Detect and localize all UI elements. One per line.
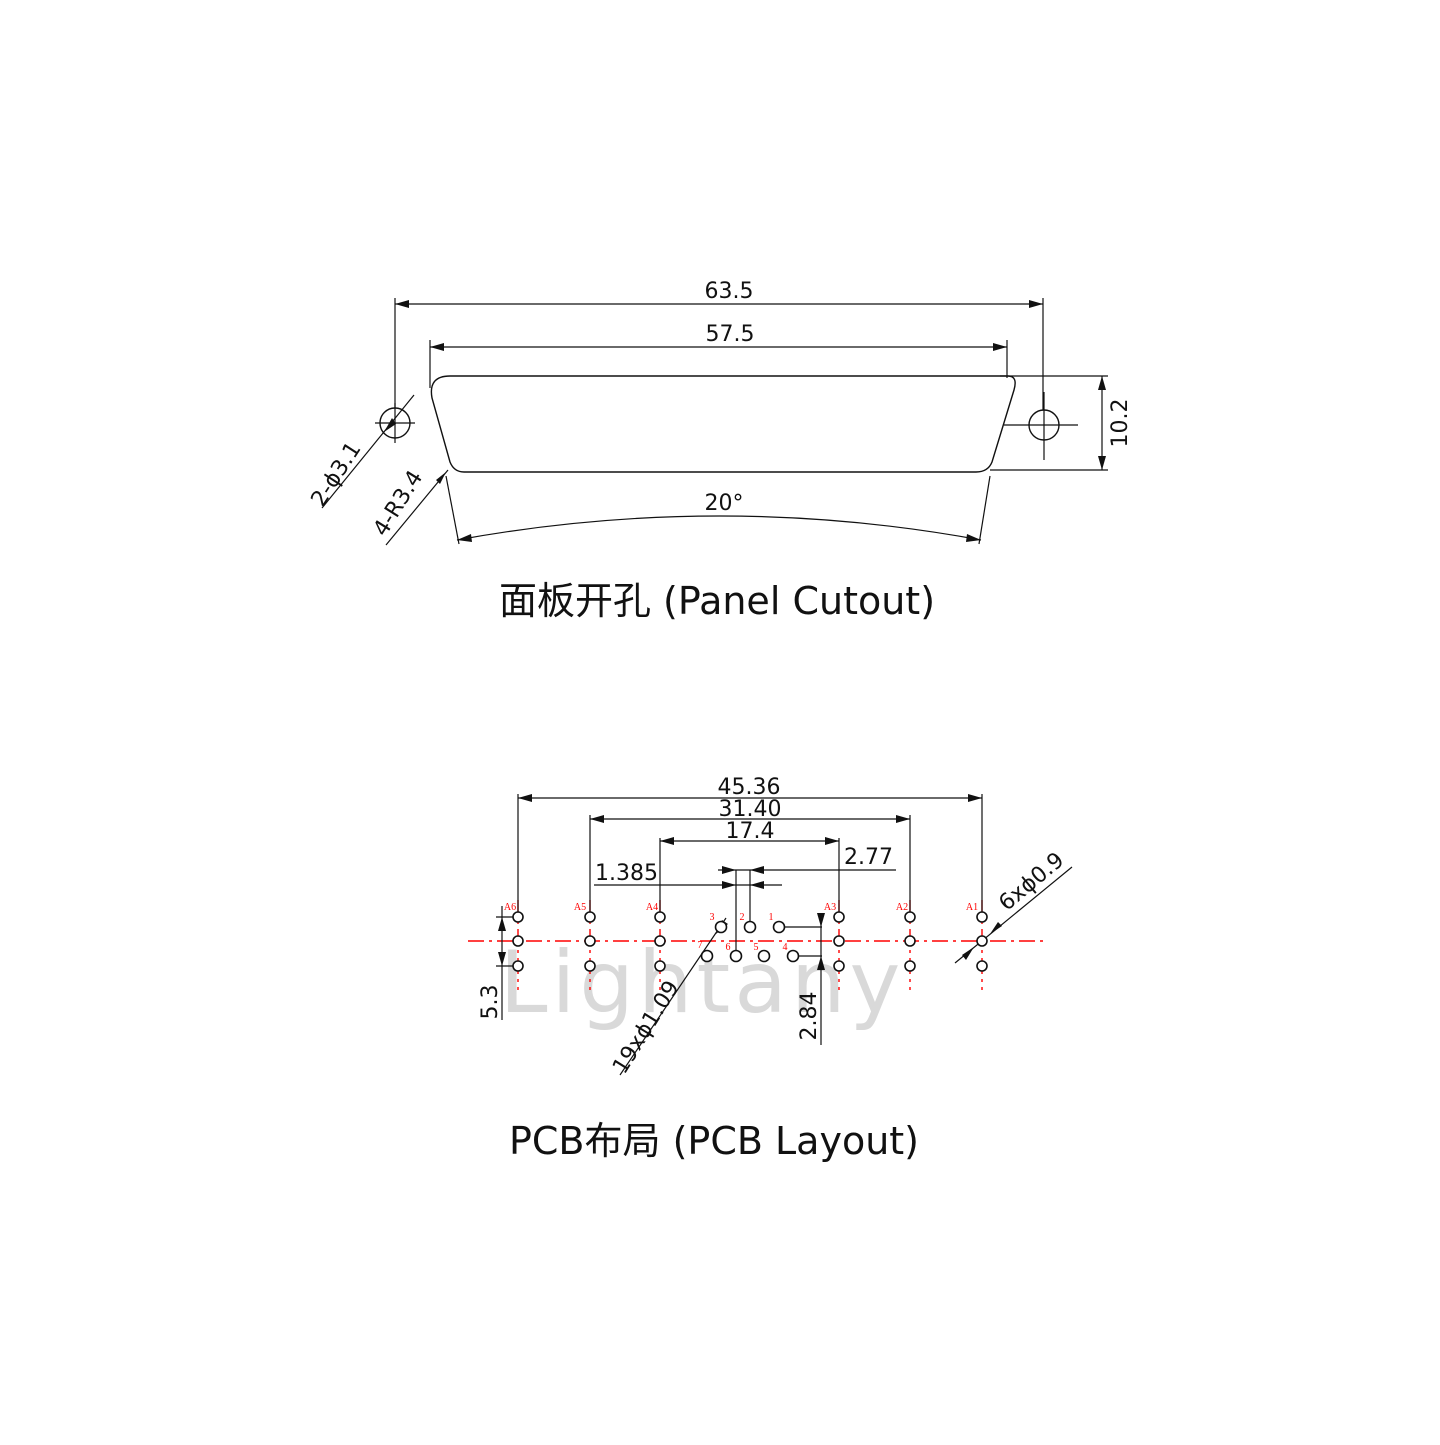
dim-overall-width: 63.5 [705, 279, 754, 304]
signal-holes [700, 920, 800, 963]
contact-hole-columns [512, 911, 988, 972]
contact-label-a2: A2 [896, 902, 908, 913]
contact-column-a1 [976, 911, 988, 972]
signal-label-5: 5 [754, 942, 759, 953]
leader-corner-radius [385, 469, 449, 546]
signal-label-3: 3 [710, 912, 715, 923]
signal-labels: 1 2 3 4 5 6 7 [698, 912, 788, 953]
signal-label-6: 6 [726, 942, 731, 953]
dim-contact-holes: 6xϕ0.9 [994, 848, 1069, 916]
contact-label-a4: A4 [646, 902, 658, 913]
contact-label-a1: A1 [966, 902, 978, 913]
dim-angle: 20° [705, 491, 744, 516]
signal-hole-7 [700, 949, 714, 963]
cutout-outline [430, 375, 1016, 473]
dim-cutout-width: 57.5 [706, 322, 755, 347]
contact-label-a6: A6 [504, 902, 516, 913]
dim-signal-offset: 2.84 [797, 992, 822, 1041]
dim-mount-holes: 2-ϕ3.1 [307, 438, 367, 512]
panel-cutout-view: 63.5 57.5 10.2 2-ϕ3.1 4-R3.4 20° 面板开孔 (P… [307, 279, 1133, 623]
signal-hole-2 [743, 920, 757, 934]
signal-hole-4 [786, 949, 800, 963]
signal-label-4: 4 [783, 942, 788, 953]
leader-signal-holes [619, 917, 727, 1076]
dim-row-pitch: 5.3 [478, 985, 503, 1020]
contact-label-a5: A5 [574, 902, 586, 913]
signal-hole-6 [729, 949, 743, 963]
dim-height: 10.2 [1108, 399, 1133, 448]
signal-label-2: 2 [740, 912, 745, 923]
dim-offset-right: 2.77 [844, 845, 893, 870]
contact-column-a5 [584, 911, 596, 972]
dim-offset-left: 1.385 [595, 861, 658, 886]
contact-labels: A6 A5 A4 A3 A2 A1 [504, 902, 978, 913]
dim-inner-span: 31.40 [719, 797, 782, 822]
dim-mid-span: 17.4 [726, 819, 775, 844]
pcb-layout-view: Lightany 45.36 31.40 [468, 775, 1073, 1163]
signal-hole-1 [772, 920, 786, 934]
contact-column-a2 [904, 911, 916, 972]
dim-outer-span: 45.36 [718, 775, 781, 800]
signal-label-1: 1 [769, 912, 774, 923]
signal-hole-5 [757, 949, 771, 963]
contact-column-a4 [654, 911, 666, 972]
signal-hole-3 [714, 920, 728, 934]
signal-label-7: 7 [698, 940, 703, 951]
angle-arc [456, 515, 982, 541]
panel-cutout-caption: 面板开孔 (Panel Cutout) [499, 579, 935, 623]
contact-column-a3 [833, 911, 845, 972]
leader-contact-holes [954, 866, 1073, 964]
pcb-layout-caption: PCB布局 (PCB Layout) [509, 1119, 919, 1163]
watermark: Lightany [500, 933, 905, 1033]
contact-label-a3: A3 [824, 902, 836, 913]
leader-mount-holes [321, 394, 415, 509]
contact-column-a6 [512, 911, 524, 972]
